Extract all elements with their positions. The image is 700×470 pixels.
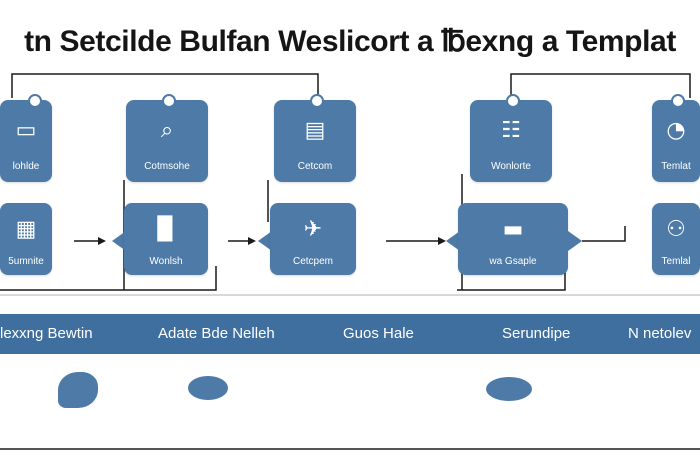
label-band: lexxng Bewtin Adate Bde Nelleh Guos Hale… (0, 314, 700, 354)
box-label: Cetcpem (292, 256, 333, 267)
process-box-3[interactable]: ✈ Cetcpem (270, 203, 356, 275)
device-icon: ▬ (502, 217, 524, 242)
tag-label: lohlde (12, 161, 40, 172)
globe-icon: ◔ (666, 118, 686, 143)
magnifier-icon: ⌕ (160, 118, 174, 143)
tag-label: Wonlorte (491, 161, 531, 172)
bird-icon: ⚇ (666, 217, 686, 242)
process-box-1[interactable]: ▦ 5umnite (0, 203, 52, 275)
page-title: tn Setcilde Bulfan Weslicort a ℔exng a T… (24, 25, 676, 58)
tag-card-3[interactable]: ▤ Cetcom (274, 94, 356, 182)
band-segment-5: N netolev (628, 325, 692, 342)
band-segment-1: lexxng Bewtin (0, 325, 93, 342)
tag-card-1[interactable]: ▭ lohlde (0, 94, 52, 182)
tag-label: Temlat (661, 161, 691, 172)
ribbon-right-icon (568, 231, 582, 251)
box-label: 5umnite (8, 256, 44, 267)
process-box-4[interactable]: ▬ wa Gsaple (458, 203, 568, 275)
ribbon-left-icon (446, 231, 460, 251)
arrow-head-icon (98, 237, 106, 245)
tag-label: Cotmsohe (144, 161, 190, 172)
process-box-2[interactable]: ▉ Wonlsh (124, 203, 208, 275)
band-segment-4: Serundipe (502, 325, 571, 342)
truck-icon: ✈ (303, 217, 323, 242)
tag-card-4[interactable]: ☷ Wonlorte (470, 94, 552, 182)
band-segment-2: Adate Bde Nelleh (158, 325, 275, 342)
bracket-left-group (11, 73, 319, 98)
band-segment-3: Guos Hale (343, 325, 414, 342)
ribbon-left-icon (112, 231, 126, 251)
building-icon: ☷ (501, 118, 521, 143)
box-label: Wonlsh (149, 256, 183, 267)
process-box-5[interactable]: ⚇ Temlal (652, 203, 700, 275)
bottom-rule (0, 448, 700, 450)
tag-card-5[interactable]: ◔ Temlat (652, 94, 700, 182)
arrow-head-icon (248, 237, 256, 245)
bracket-right-group (510, 73, 691, 98)
panel-icon: ▦ (15, 217, 37, 242)
pill-icon (486, 377, 532, 401)
tag-label: Cetcom (297, 161, 333, 172)
box-label: wa Gsaple (489, 256, 537, 267)
tag-card-2[interactable]: ⌕ Cotmsohe (126, 94, 208, 182)
pill-icon (188, 376, 228, 400)
chart-icon: ▉ (157, 217, 175, 242)
fish-icon (58, 372, 98, 408)
arrow-4-line (582, 226, 626, 242)
machine-icon: ▭ (15, 118, 37, 143)
ribbon-left-icon (258, 231, 272, 251)
bracket-bottom-left (0, 266, 217, 291)
box-label: Temlal (661, 256, 691, 267)
sign-icon: ▤ (304, 118, 326, 143)
arrow-head-icon (438, 237, 446, 245)
